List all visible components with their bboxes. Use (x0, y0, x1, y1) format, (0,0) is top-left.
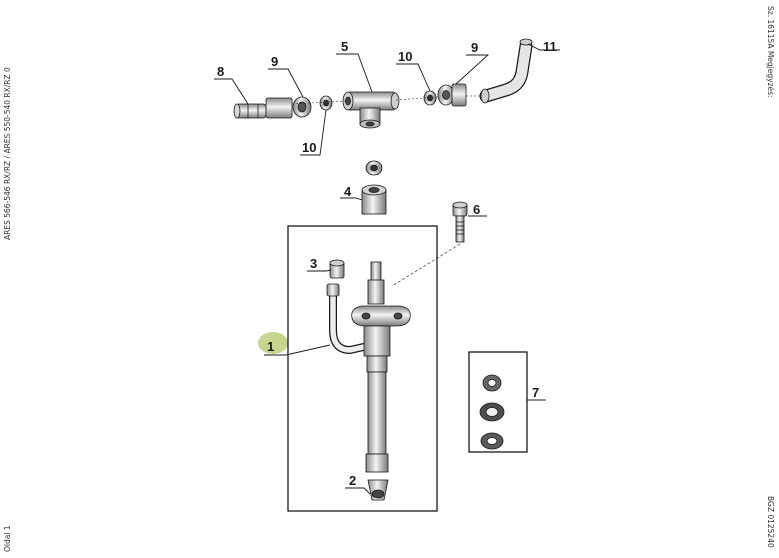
callout-highlight (258, 332, 288, 354)
callout-11: 11 (543, 39, 557, 54)
callout-8: 8 (217, 64, 225, 79)
union-nut-part (361, 160, 387, 215)
leader-lines (214, 43, 560, 495)
fixing-bolt-part (391, 201, 468, 287)
callout-3: 3 (310, 256, 318, 271)
hose-fitting-part (233, 103, 267, 119)
cap-nut-part (329, 259, 345, 279)
callout-6: 6 (473, 202, 481, 217)
bent-pipe-part (479, 38, 533, 104)
washer-left (319, 95, 333, 111)
callout-9-right: 9 (471, 40, 479, 55)
callout-2: 2 (349, 473, 357, 488)
callout-10-upper: 10 (398, 49, 413, 64)
return-line-group (233, 38, 533, 129)
callout-7: 7 (532, 385, 540, 400)
seal-kit-frame (468, 351, 528, 453)
callout-1: 1 (267, 339, 275, 354)
callout-5: 5 (341, 39, 349, 54)
seal-kit-part (479, 374, 505, 450)
tee-connector-part (342, 91, 400, 129)
injector-assembly-frame (287, 225, 438, 512)
callout-9-left: 9 (271, 54, 279, 69)
injector-body-part (326, 261, 411, 501)
callout-10-lower: 10 (302, 140, 317, 155)
callout-4: 4 (344, 184, 352, 199)
banjo-nut-left (265, 96, 312, 119)
banjo-nut-right (437, 83, 467, 107)
